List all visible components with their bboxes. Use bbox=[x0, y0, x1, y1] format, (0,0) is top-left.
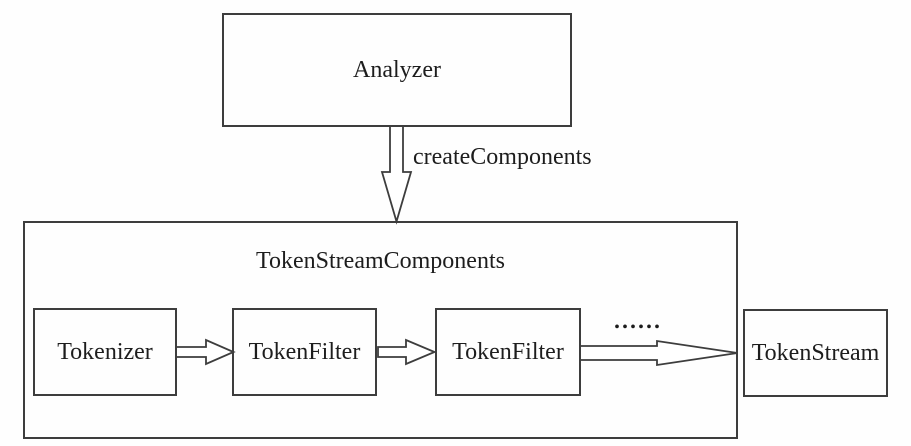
more-filters-ellipsis: ...... bbox=[613, 299, 661, 335]
tokenizer-label: Tokenizer bbox=[57, 339, 153, 365]
token-filter-label-2: TokenFilter bbox=[452, 339, 564, 365]
token-stream-box: TokenStream bbox=[743, 309, 888, 397]
token-filter-label-1: TokenFilter bbox=[248, 339, 361, 365]
create-components-label: createComponents bbox=[413, 144, 592, 170]
token-stream-components-box: TokenStreamComponents bbox=[23, 221, 738, 439]
token-stream-label: TokenStream bbox=[751, 340, 880, 366]
token-stream-components-label: TokenStreamComponents bbox=[256, 248, 505, 274]
token-filter-box-2: TokenFilter bbox=[435, 308, 581, 396]
tokenfilter-to-tokenfilter-arrow-icon bbox=[377, 338, 437, 366]
tokenizer-box: Tokenizer bbox=[33, 308, 177, 396]
create-components-arrow-icon bbox=[380, 125, 413, 225]
tokenizer-to-tokenfilter-arrow-icon bbox=[175, 338, 236, 366]
analyzer-label: Analyzer bbox=[353, 57, 441, 83]
token-filter-box-1: TokenFilter bbox=[232, 308, 377, 396]
tokenfilter-to-tokenstream-arrow-icon bbox=[579, 339, 738, 367]
analyzer-box: Analyzer bbox=[222, 13, 572, 127]
